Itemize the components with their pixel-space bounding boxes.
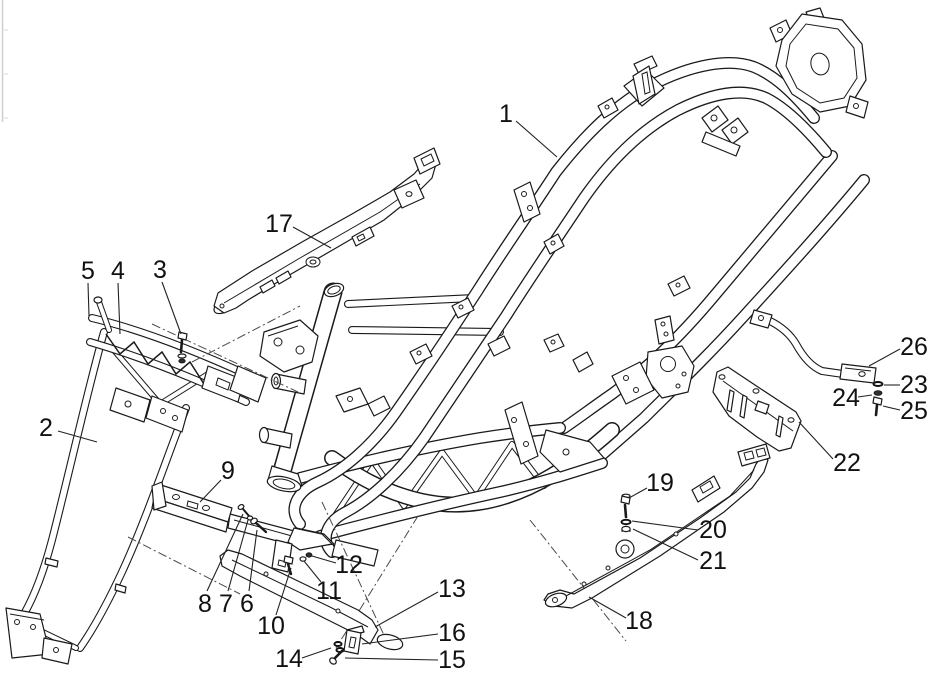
- assembly-axis-lines: [127, 305, 627, 649]
- engine-mount-plates: [287, 345, 695, 567]
- callout-leader-8: [206, 513, 244, 592]
- callout-number-4: 4: [111, 257, 125, 285]
- bolt-3: [177, 331, 188, 364]
- callout-number-8: 8: [198, 590, 212, 618]
- callout-number-2: 2: [39, 414, 53, 442]
- main-frame: [287, 7, 869, 567]
- callout-number-3: 3: [153, 256, 167, 284]
- callout-number-1: 1: [499, 100, 513, 128]
- callout-number-12: 12: [335, 551, 363, 579]
- callout-number-9: 9: [221, 457, 235, 485]
- callout-number-21: 21: [699, 547, 727, 575]
- bolt-19: [620, 493, 631, 519]
- callout-leader-16: [361, 633, 439, 645]
- callout-leader-21: [632, 528, 699, 561]
- callout-number-13: 13: [438, 575, 466, 603]
- rear-mount-plate: [769, 7, 869, 119]
- callout-leader-17: [292, 226, 332, 249]
- plate-22: [712, 366, 802, 452]
- callout-leader-24: [857, 394, 873, 398]
- seat-bracket: [623, 55, 665, 107]
- callout-number-23: 23: [900, 371, 928, 399]
- callout-leader-9: [199, 479, 222, 503]
- callout-leader-22: [798, 421, 834, 460]
- screw-8: [237, 503, 250, 517]
- callout-number-10: 10: [257, 612, 285, 640]
- callout-leader-26: [868, 348, 901, 367]
- callout-number-24: 24: [832, 384, 860, 412]
- callout-leader-15: [344, 657, 439, 661]
- fasteners: [177, 331, 884, 665]
- callout-number-11: 11: [316, 577, 342, 605]
- callout-number-16: 16: [438, 619, 466, 647]
- callout-leader-25: [882, 405, 901, 411]
- bolt-15: [329, 649, 344, 665]
- callout-number-22: 22: [833, 449, 861, 477]
- frame-tabs: [367, 97, 749, 417]
- callout-number-6: 6: [240, 590, 254, 618]
- callout-number-15: 15: [438, 646, 466, 674]
- edge-artifact: [1, 0, 8, 122]
- callout-number-19: 19: [646, 469, 674, 497]
- part-17-bracket: [213, 147, 441, 315]
- nut-12: [305, 552, 313, 558]
- callout-number-7: 7: [219, 590, 233, 618]
- washer-20: [620, 518, 632, 526]
- callout-leader-2: [57, 430, 98, 443]
- bolt-6: [250, 517, 268, 534]
- front-subframe: [5, 296, 267, 665]
- strap-26: [749, 309, 877, 384]
- rail-13: [219, 549, 404, 651]
- bolt-10: [283, 555, 294, 576]
- callout-leader-20: [631, 520, 699, 531]
- nut-24: [873, 390, 883, 396]
- callout-leader-12: [311, 555, 337, 564]
- callout-leader-18: [588, 596, 627, 619]
- callout-leader-10: [275, 567, 292, 616]
- callout-leader-11: [303, 560, 322, 583]
- nut-21: [621, 525, 631, 533]
- callout-number-20: 20: [699, 516, 727, 544]
- callout-number-5: 5: [81, 257, 95, 285]
- callout-leader-7: [227, 519, 249, 592]
- steering-column: [258, 281, 369, 493]
- callout-leader-1: [515, 120, 558, 158]
- callout-leader-13: [374, 591, 439, 628]
- bracket-16: [343, 625, 365, 655]
- callout-number-25: 25: [900, 397, 928, 425]
- callout-leader-4: [117, 282, 121, 335]
- callout-leader-14: [301, 647, 332, 659]
- callout-number-18: 18: [625, 607, 653, 635]
- callout-number-17: 17: [265, 210, 293, 238]
- callout-number-26: 26: [900, 333, 928, 361]
- callout-number-14: 14: [275, 645, 303, 673]
- callout-leader-6: [248, 529, 258, 592]
- callout-leader-5: [87, 282, 90, 317]
- callout-leader-19: [628, 487, 648, 499]
- washer-23: [872, 381, 884, 387]
- callout-leader-3: [161, 281, 182, 335]
- bolt-25: [872, 396, 883, 417]
- rail-18: [543, 443, 771, 609]
- washer-11: [299, 556, 307, 562]
